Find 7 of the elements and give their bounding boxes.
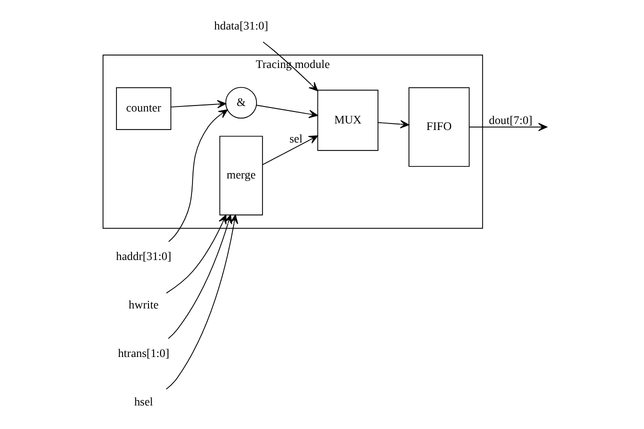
edge-label: sel [289,132,302,146]
node-text: haddr[31:0] [116,250,172,263]
node-text: hsel [134,395,154,408]
node-text: hdata[31:0] [214,20,268,33]
node-text: htrans[1:0] [118,346,170,360]
node-text: hwrite [128,298,159,312]
edge-label: dout[7:0] [488,114,532,127]
